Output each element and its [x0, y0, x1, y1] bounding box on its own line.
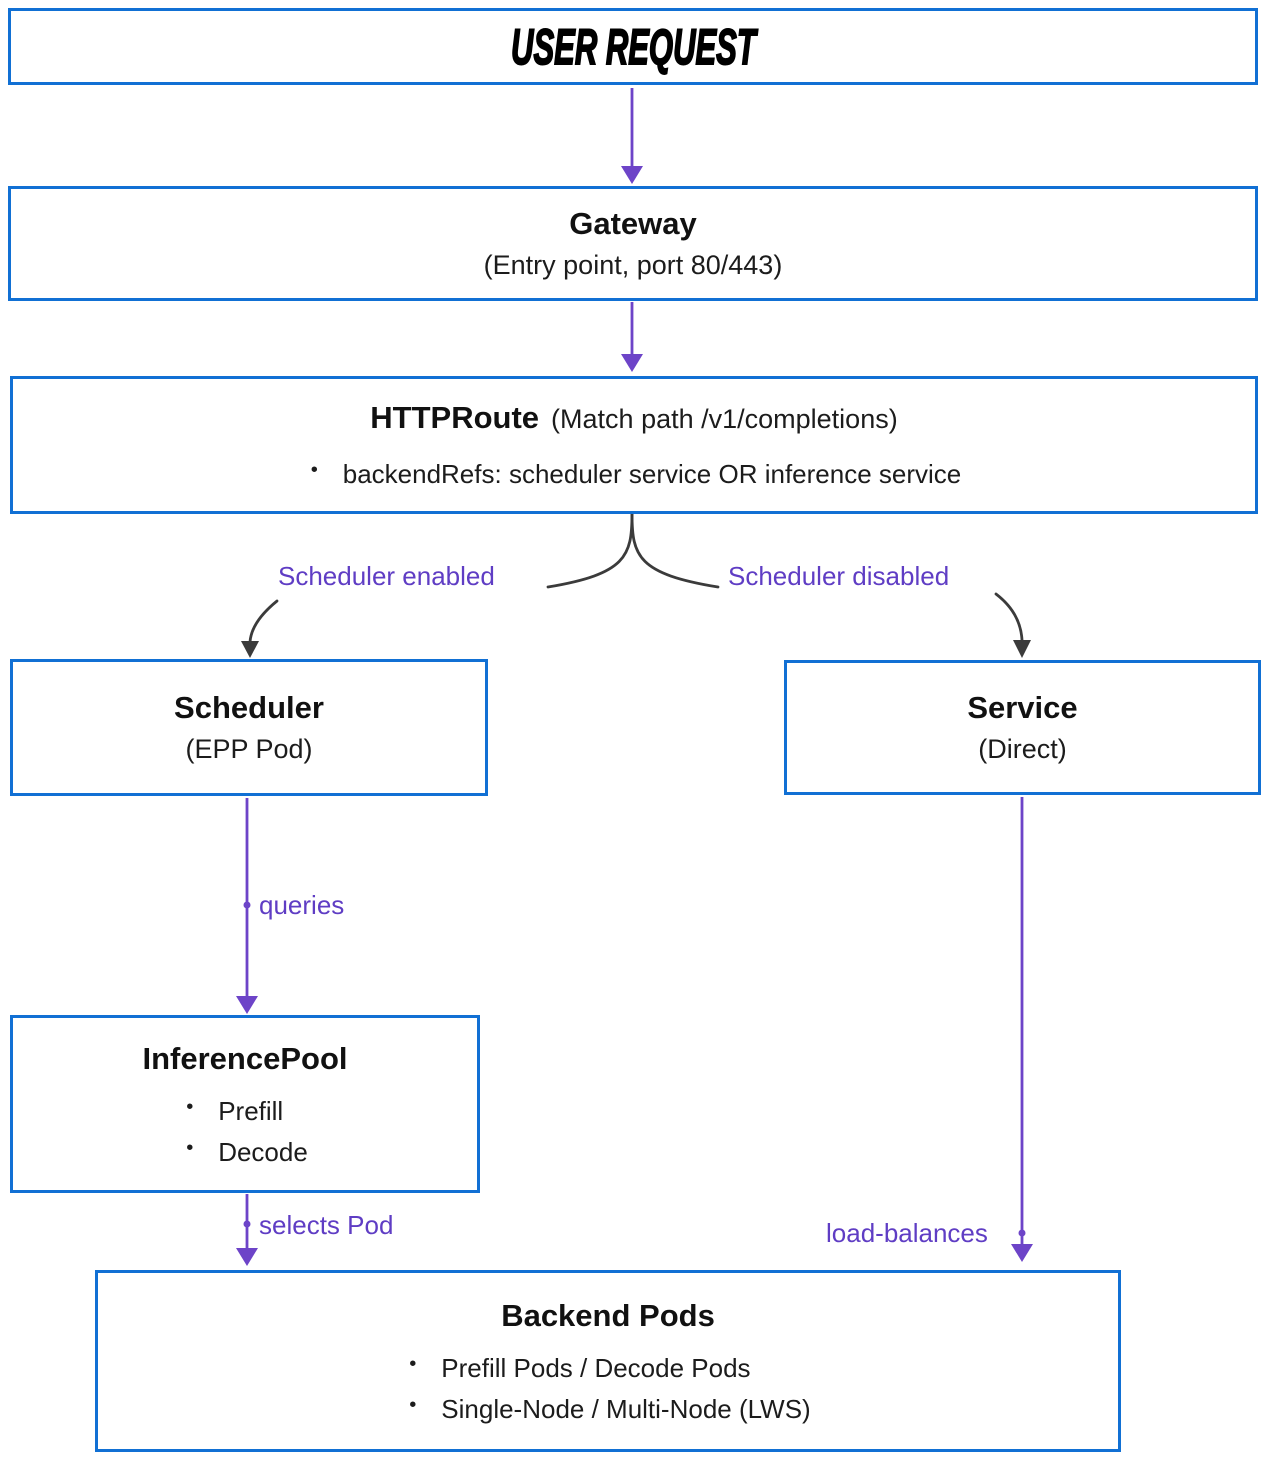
arrowhead-user-to-gateway	[621, 166, 643, 184]
edge-label-queries: queries	[259, 890, 345, 920]
node-backend-pods: Backend Pods Prefill Pods / Decode PodsS…	[95, 1270, 1121, 1452]
edge-label-scheduler-disabled: Scheduler disabled	[728, 561, 950, 591]
backend-pods-title: Backend Pods	[501, 1297, 715, 1333]
inference-pool-title: InferencePool	[142, 1040, 348, 1076]
node-scheduler: Scheduler (EPP Pod)	[10, 659, 488, 796]
scheduler-title: Scheduler	[174, 690, 324, 726]
bullet-item: Single-Node / Multi-Node (LWS)	[405, 1393, 810, 1426]
inference-pool-bullets: PrefillDecode	[182, 1087, 308, 1168]
httproute-title-suffix: (Match path /v1/completions)	[551, 404, 898, 435]
edge-dot-queries	[243, 901, 251, 909]
bullet-item: Prefill Pods / Decode Pods	[405, 1352, 810, 1385]
node-gateway: Gateway (Entry point, port 80/443)	[8, 186, 1258, 301]
edge-dot-load-balances	[1018, 1229, 1026, 1237]
bullet-item: Decode	[182, 1136, 308, 1169]
bullet-item: Prefill	[182, 1095, 308, 1128]
arrowhead-gateway-to-httproute	[621, 354, 643, 372]
edge-label-selects-pod: selects Pod	[259, 1210, 394, 1240]
node-httproute: HTTPRoute (Match path /v1/completions) b…	[10, 376, 1258, 514]
fork-branch-right	[630, 512, 720, 589]
edge-enabled-to-scheduler	[248, 599, 279, 644]
service-title: Service	[967, 690, 1078, 726]
bullet-item: backendRefs: scheduler service OR infere…	[307, 458, 962, 491]
edge-label-load-balances: load-balances	[826, 1218, 988, 1248]
arrowhead-scheduler-to-inferencepool	[236, 996, 258, 1014]
arrowhead-to-service	[1013, 640, 1031, 658]
node-inference-pool: InferencePool PrefillDecode	[10, 1015, 480, 1193]
scheduler-subtitle: (EPP Pod)	[185, 734, 313, 765]
gateway-title: Gateway	[569, 206, 697, 242]
httproute-bullets: backendRefs: scheduler service OR infere…	[307, 450, 962, 491]
arrowhead-inferencepool-to-backend	[236, 1248, 258, 1266]
arrowhead-service-to-backend	[1011, 1244, 1033, 1262]
backend-pods-bullets: Prefill Pods / Decode PodsSingle-Node / …	[405, 1344, 810, 1425]
node-user-request: USER REQUEST	[8, 8, 1258, 85]
httproute-title-row: HTTPRoute (Match path /v1/completions)	[370, 399, 897, 436]
httproute-title: HTTPRoute	[370, 400, 540, 436]
fork-branch-left	[546, 512, 634, 589]
edge-dot-selects-pod	[243, 1220, 251, 1228]
edge-label-scheduler-enabled: Scheduler enabled	[278, 561, 495, 591]
node-service: Service (Direct)	[784, 660, 1261, 795]
service-subtitle: (Direct)	[978, 734, 1067, 765]
gateway-subtitle: (Entry point, port 80/443)	[483, 250, 783, 281]
arrowhead-to-scheduler	[241, 641, 259, 658]
edge-disabled-to-service	[994, 592, 1024, 642]
user-request-title: USER REQUEST	[510, 17, 756, 75]
